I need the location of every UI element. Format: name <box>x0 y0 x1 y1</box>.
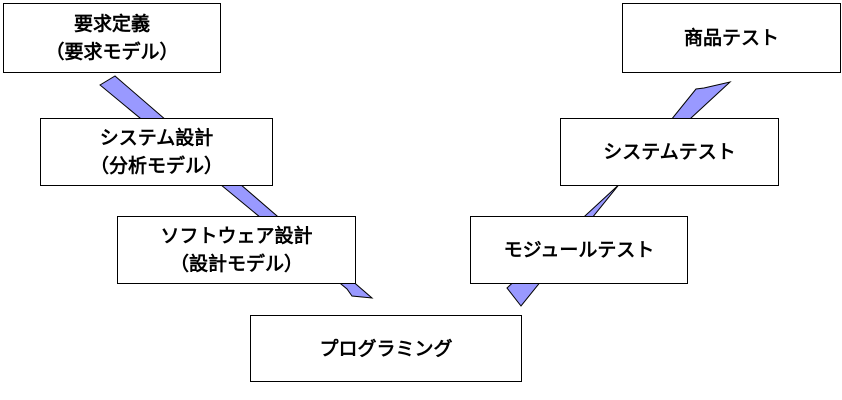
module-test-label: モジュールテスト <box>503 239 655 261</box>
requirements-definition-box: 要求定義 （要求モデル） <box>3 3 221 73</box>
product-test-box: 商品テスト <box>622 3 841 73</box>
requirements-definition-label: 要求定義 <box>73 13 150 35</box>
system-design-box: システム設計 （分析モデル） <box>40 118 273 186</box>
software-design-label: ソフトウェア設計 <box>160 225 313 247</box>
system-design-label: システム設計 <box>99 127 214 149</box>
system-test-label: システムテスト <box>603 141 736 163</box>
module-test-box: モジュールテスト <box>470 216 688 284</box>
system-test-box: システムテスト <box>560 118 779 186</box>
software-design-box: ソフトウェア設計 （設計モデル） <box>117 216 356 284</box>
requirements-model-label: （要求モデル） <box>45 41 179 63</box>
programming-box: プログラミング <box>250 315 522 382</box>
programming-label: プログラミング <box>319 337 453 360</box>
analysis-model-label: （分析モデル） <box>89 155 223 177</box>
design-model-label: （設計モデル） <box>169 253 303 275</box>
product-test-label: 商品テスト <box>683 27 779 49</box>
